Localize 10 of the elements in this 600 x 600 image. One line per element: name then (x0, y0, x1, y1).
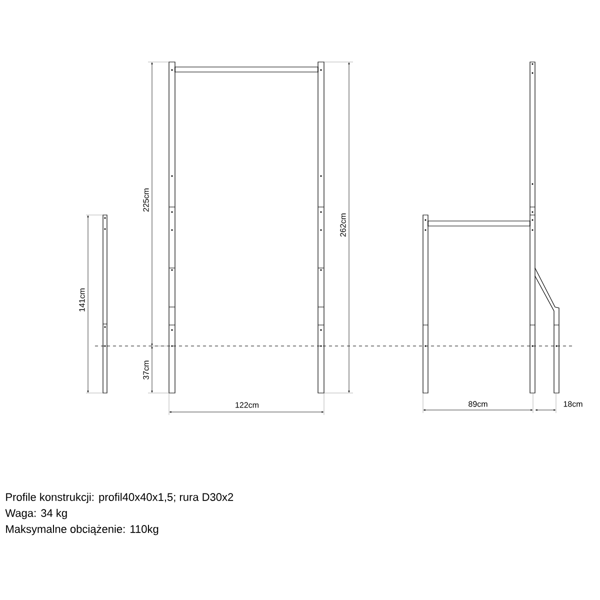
spec-text: Profile konstrukcji: profil40x40x1,5; rura D30x2 (6, 492, 234, 504)
dimension-label: 89cm (468, 401, 488, 407)
dimension-label: 37cm (143, 360, 149, 380)
dimension-label: 141cm (79, 288, 85, 312)
dimension-label: 122cm (236, 402, 258, 408)
dimension-label: 262cm (340, 214, 346, 237)
spec-text: Maksymalne obciążenie: 110kg (6, 524, 158, 536)
dimension-label: 225cm (143, 188, 149, 212)
dimension-label: 18cm (564, 401, 582, 407)
spec-text: Waga: 34 kg (5, 508, 67, 520)
